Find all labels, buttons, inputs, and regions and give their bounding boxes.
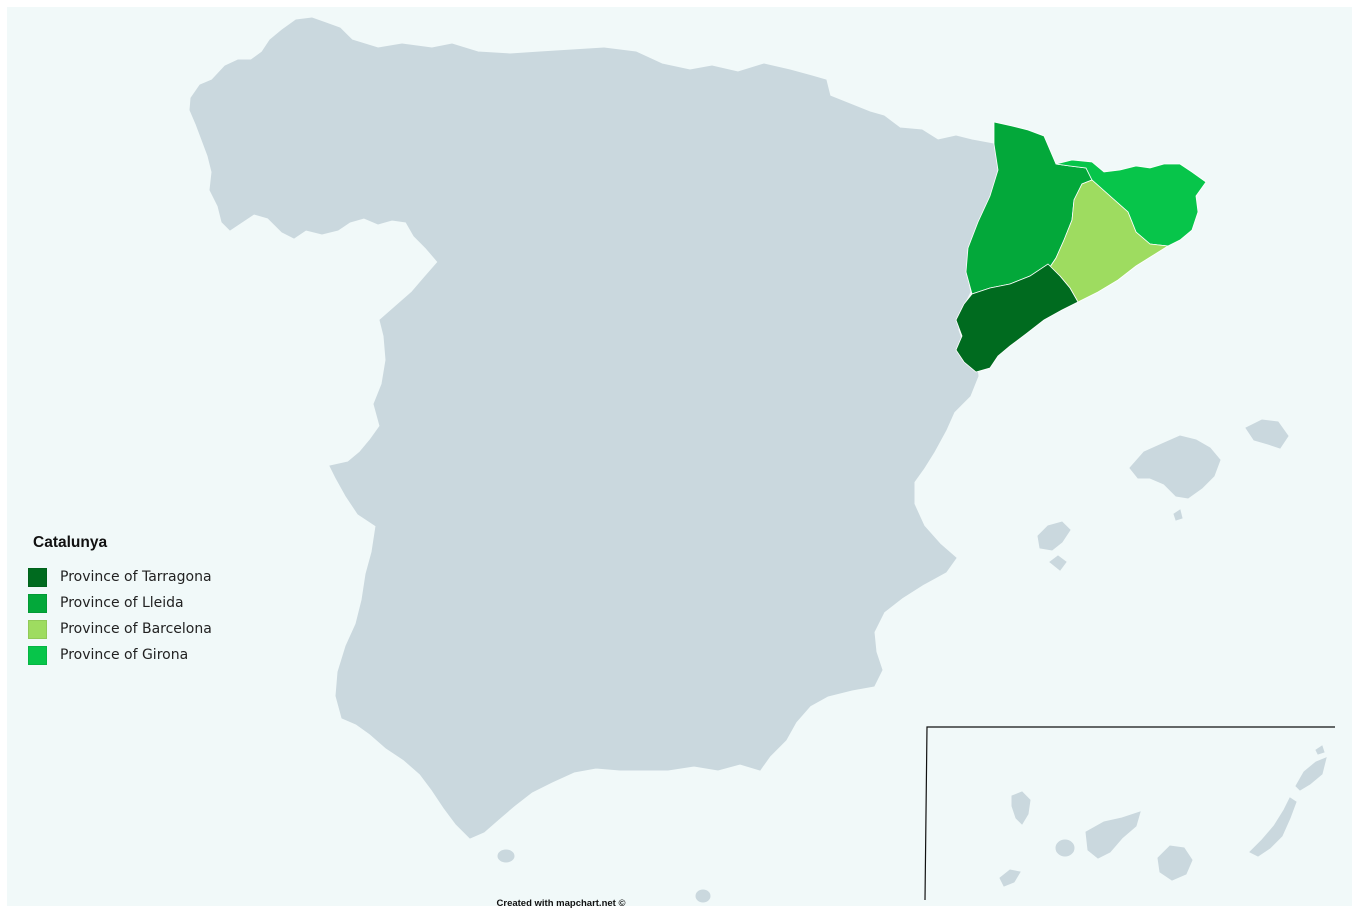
legend-title: Catalunya bbox=[33, 534, 108, 551]
island-small-south bbox=[695, 889, 711, 903]
legend-swatch-lleida bbox=[28, 593, 47, 613]
island-mallorca bbox=[1129, 435, 1221, 499]
province-tarragona bbox=[955, 263, 1079, 373]
legend-item-lleida: Province of Lleida bbox=[28, 590, 268, 616]
legend-swatch-barcelona bbox=[28, 619, 47, 639]
legend-item-girona: Province of Girona bbox=[28, 642, 268, 668]
legend-label-girona: Province of Girona bbox=[60, 647, 189, 663]
island-lanzarote bbox=[1295, 757, 1327, 791]
island-gran-canaria bbox=[1157, 845, 1193, 881]
legend-swatch-girona bbox=[28, 645, 47, 665]
legend-label-tarragona: Province of Tarragona bbox=[60, 569, 212, 585]
map-legend: Catalunya Province of Tarragona Province… bbox=[28, 533, 268, 668]
credit-text: Created with mapchart.net © bbox=[496, 898, 626, 909]
legend-swatch-tarragona bbox=[28, 567, 47, 587]
island-graciosa bbox=[1315, 745, 1325, 755]
legend-item-barcelona: Province of Barcelona bbox=[28, 616, 268, 642]
island-ibiza bbox=[1037, 521, 1071, 551]
province-barcelona bbox=[1047, 179, 1170, 303]
island-fuerteventura bbox=[1249, 797, 1297, 857]
inset-border bbox=[924, 726, 1335, 901]
legend-label-lleida: Province of Lleida bbox=[60, 595, 184, 611]
legend-item-tarragona: Province of Tarragona bbox=[28, 564, 268, 590]
island-el-hierro bbox=[999, 869, 1021, 887]
island-tenerife bbox=[1085, 811, 1141, 859]
island-menorca bbox=[1245, 419, 1289, 449]
island-la-gomera bbox=[1055, 839, 1075, 857]
island-formentera bbox=[1049, 555, 1067, 571]
island-la-palma bbox=[1011, 791, 1031, 825]
island-alboran bbox=[497, 849, 515, 863]
legend-label-barcelona: Province of Barcelona bbox=[60, 621, 212, 637]
spain-mainland bbox=[189, 17, 999, 839]
island-cabrera bbox=[1173, 509, 1183, 521]
